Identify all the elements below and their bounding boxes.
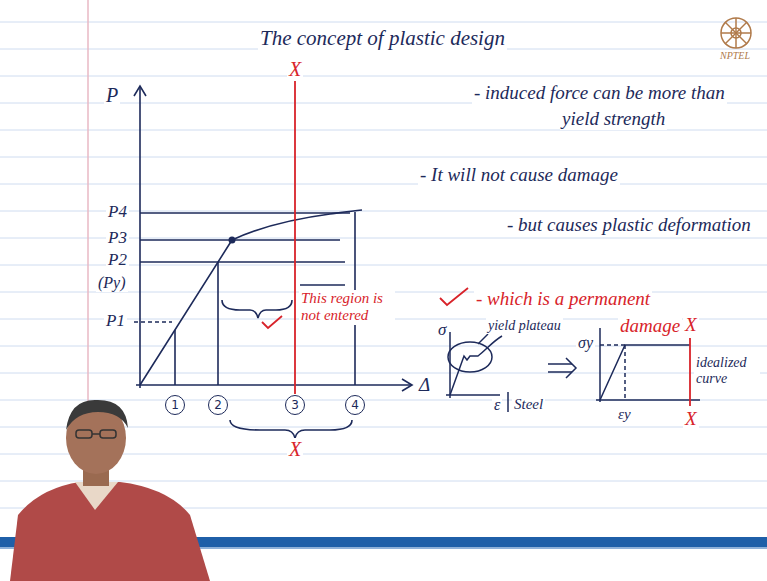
note-text: - but causes plastic deformation [505, 214, 753, 236]
axis-label: σy [576, 334, 595, 352]
note-text: - It will not cause damage [418, 164, 620, 186]
axis-label: σ [436, 320, 448, 340]
cross-mark: X [683, 314, 699, 336]
material-label: Steel [512, 396, 545, 413]
load-level: P2 [106, 250, 129, 270]
point-marker [229, 237, 236, 244]
note-text: - induced force can be more than [472, 82, 727, 104]
logo-text: NPTEL [718, 50, 752, 62]
note-text: yield strength [560, 108, 667, 130]
cross-mark: X [683, 408, 699, 430]
cross-mark: X [287, 438, 303, 461]
note-text: This region is not entered [299, 290, 395, 325]
load-level: P3 [106, 228, 129, 248]
stress-strain-sketch [446, 332, 576, 412]
axis-label: εy [616, 406, 633, 423]
cross-mark: X [287, 58, 303, 81]
load-level: P4 [106, 202, 129, 222]
point-number: 3 [285, 395, 305, 415]
limit-line [262, 80, 468, 394]
point-number: 4 [345, 395, 365, 415]
axis-label: ε [492, 396, 502, 414]
nptel-logo [721, 18, 751, 48]
load-level: P1 [104, 311, 127, 331]
callout-text: idealized curve [694, 355, 760, 387]
page-title: The concept of plastic design [258, 26, 507, 50]
ruled-lines [0, 22, 767, 508]
load-level: (Py) [96, 274, 128, 292]
callout-text: yield plateau [486, 318, 563, 334]
idealized-curve-sketch [596, 328, 700, 402]
note-text: - which is a permanent [474, 288, 652, 310]
axis-label: Δ [417, 374, 432, 396]
load-deflection-graph [134, 86, 412, 438]
note-text: damage [618, 315, 682, 337]
point-number: 1 [165, 395, 185, 415]
axis-label: P [104, 84, 120, 107]
presenter-figure [10, 400, 210, 581]
point-number: 2 [208, 395, 228, 415]
limit-line [689, 338, 691, 406]
